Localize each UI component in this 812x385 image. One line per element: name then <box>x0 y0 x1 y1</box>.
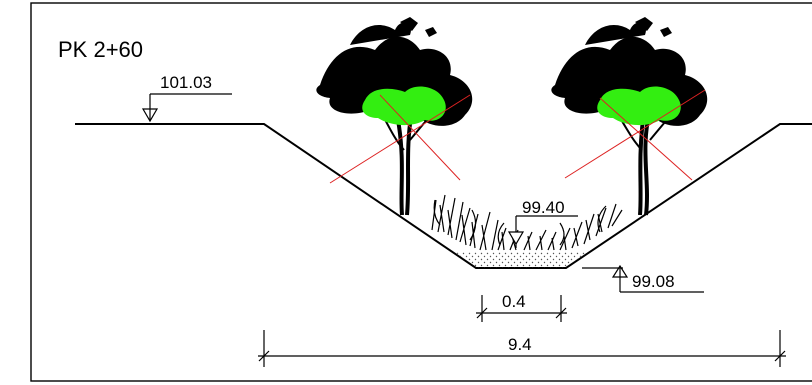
drawing-frame <box>30 2 812 382</box>
bottom-elevation-label: 99.08 <box>632 272 675 291</box>
left-tree-cross-1 <box>329 94 471 184</box>
bottom-width-dimension <box>476 295 567 322</box>
top-elevation-triangle-icon <box>141 108 159 123</box>
gravel-bed <box>455 252 587 268</box>
top-width-label: 9.4 <box>508 335 532 354</box>
top-width-dimension <box>258 330 786 367</box>
bottom-elevation-triangle-icon <box>611 264 629 278</box>
bottom-width-label: 0.4 <box>502 292 526 311</box>
right-tree-cross-2 <box>599 97 693 181</box>
reeds <box>431 194 623 251</box>
right-tree-cross-1 <box>564 89 706 179</box>
profile-title: PK 2+60 <box>58 37 143 62</box>
left-tree <box>316 17 473 216</box>
channel-profile <box>75 123 812 269</box>
top-elevation-label: 101.03 <box>160 73 212 92</box>
right-tree <box>551 17 708 216</box>
water-elevation-label: 99.40 <box>522 198 565 217</box>
left-tree-cross-2 <box>379 94 461 181</box>
water-elevation-triangle-icon <box>507 231 525 246</box>
